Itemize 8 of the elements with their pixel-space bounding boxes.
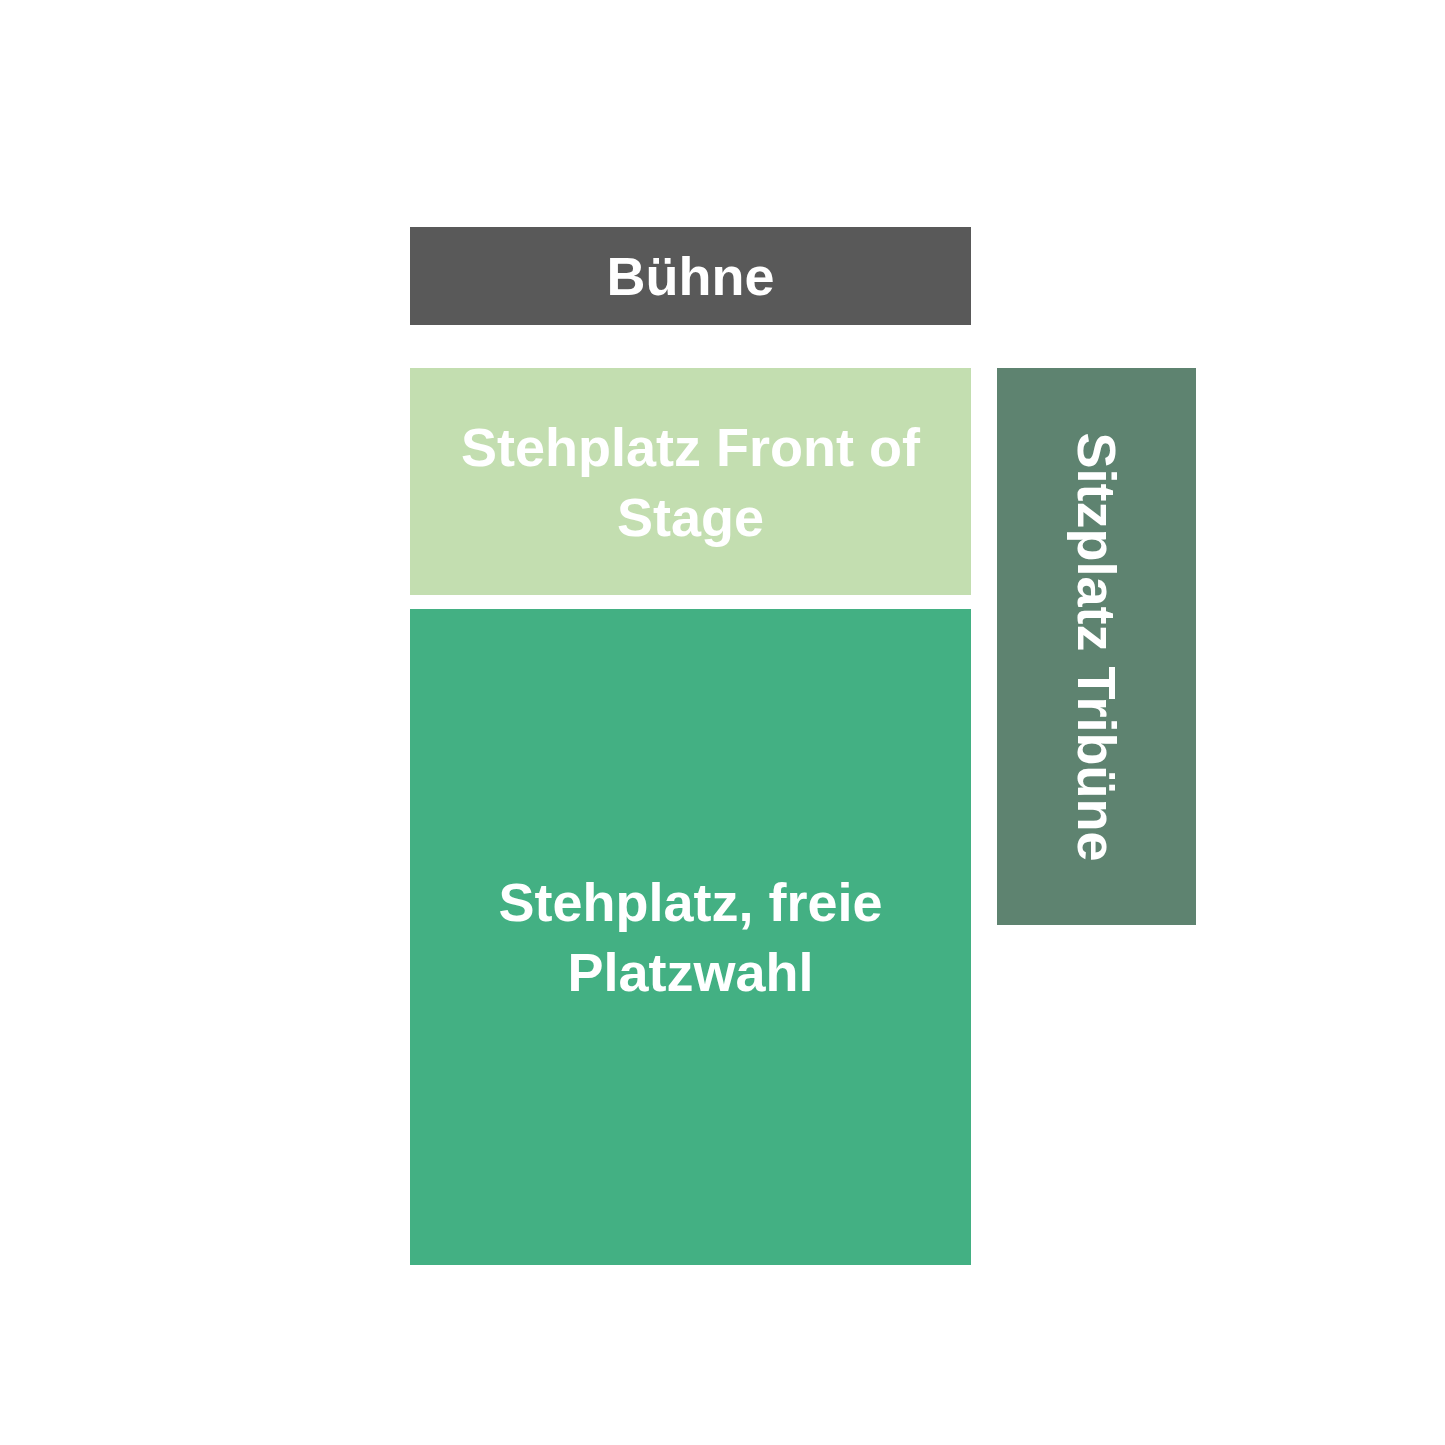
standing-area: [410, 609, 971, 1265]
grandstand-seating-area: [997, 368, 1196, 925]
area-label: Stehplatz, freie Platzwahl: [497, 870, 884, 1004]
front-of-stage-area: [410, 368, 971, 595]
area-label: Stehplatz Front of Stage: [460, 415, 921, 549]
area-label: Sitzplatz Tribüne: [1065, 432, 1128, 861]
area-label: Bühne: [605, 244, 776, 308]
stage-area: [410, 227, 971, 325]
